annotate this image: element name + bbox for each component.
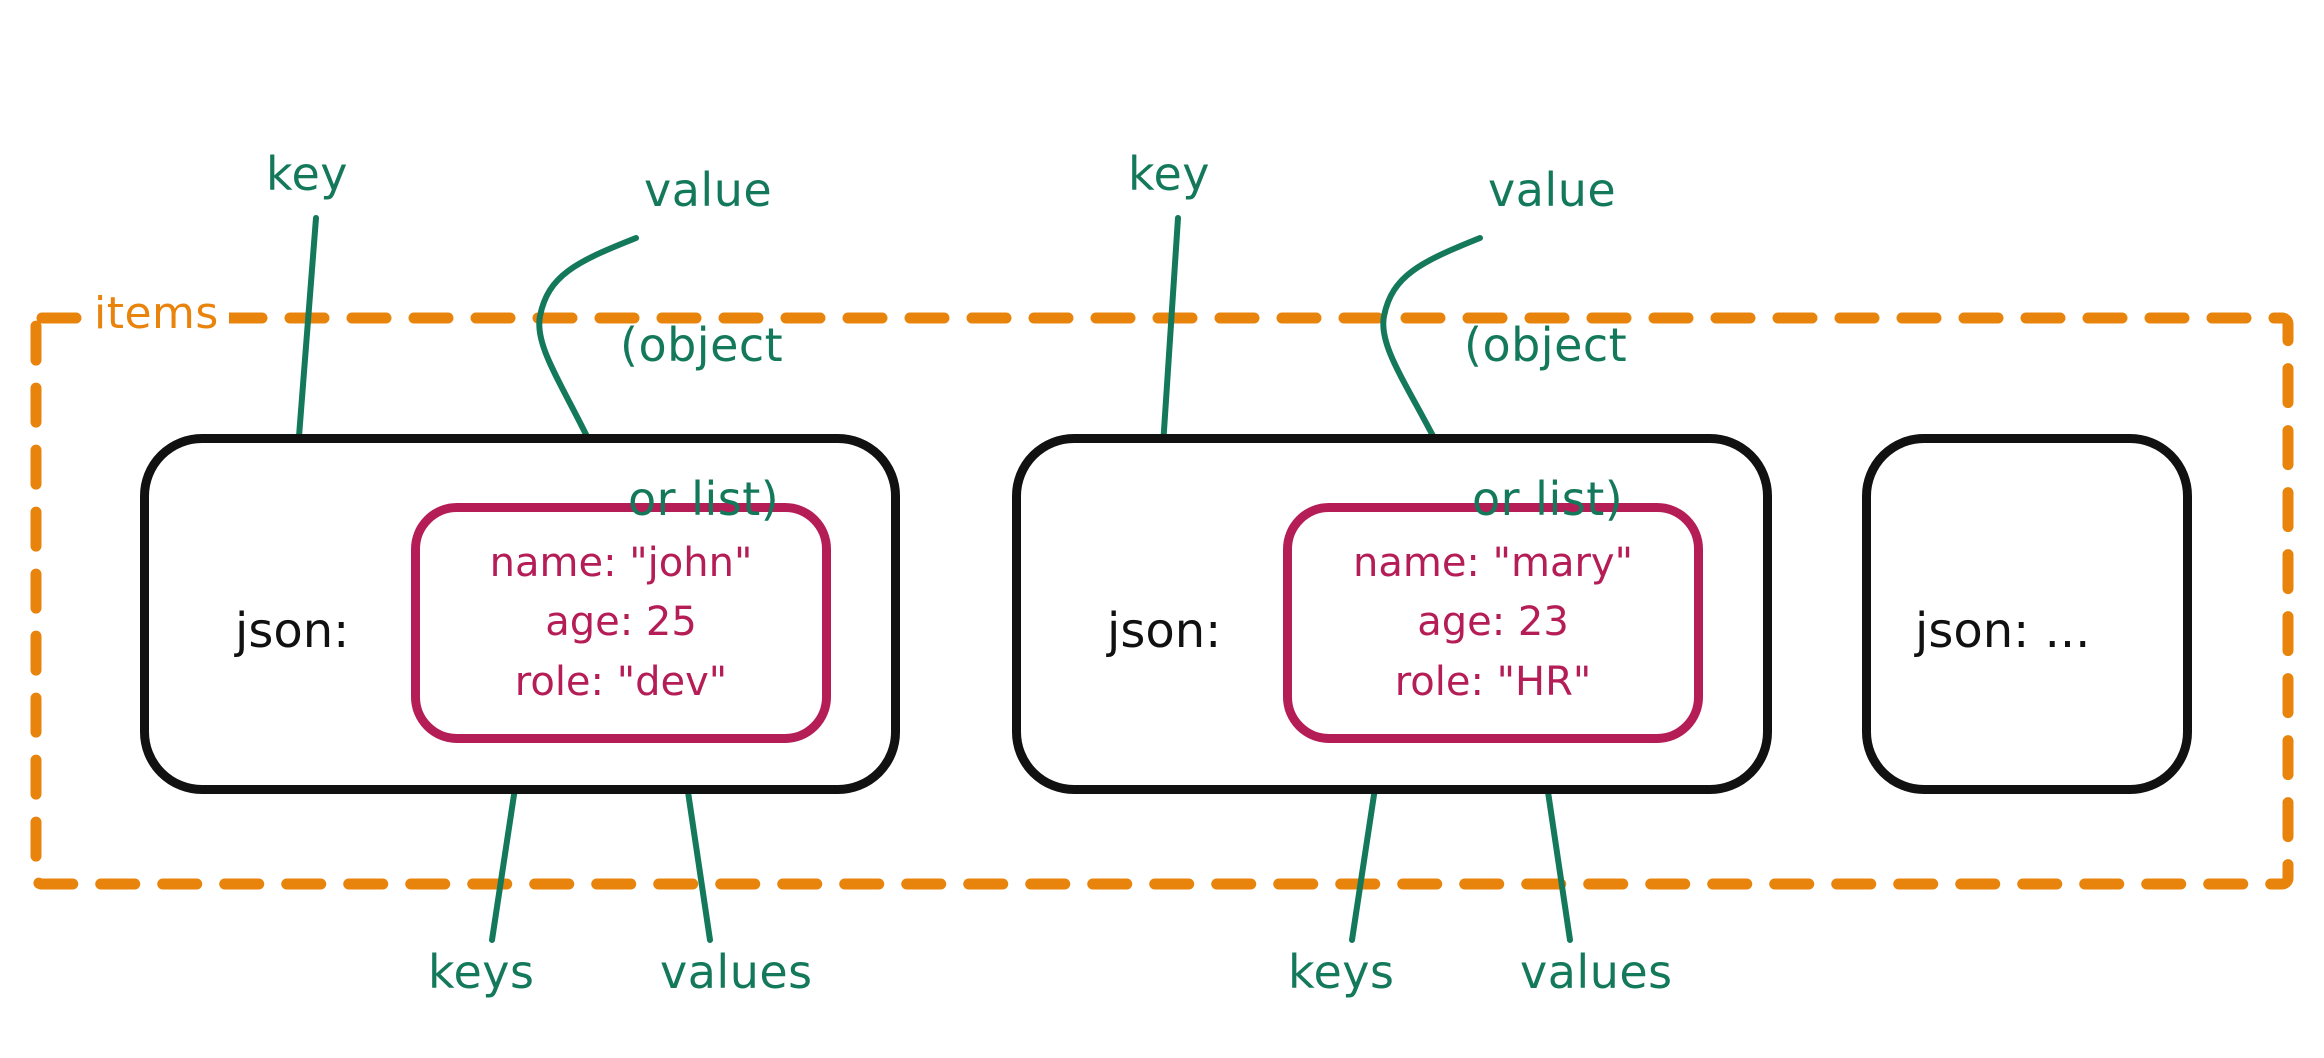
- items-container-label: items: [84, 288, 229, 339]
- json-object-box[interactable]: name: "mary" age: 23 role: "HR": [1283, 503, 1703, 743]
- object-entry: name: "mary": [1352, 540, 1634, 587]
- object-entry: age: 25: [545, 599, 697, 646]
- card-key-label: json: ...: [1915, 603, 2091, 659]
- annotation-value-left-line3: or list): [628, 472, 780, 527]
- annotation-value-left-line2: (object: [620, 317, 784, 372]
- item-card[interactable]: json: name: "john" age: 25 role: "dev": [140, 434, 900, 794]
- annotation-value-right-line3: or list): [1472, 472, 1624, 527]
- object-entry: name: "john": [489, 540, 753, 587]
- card-key-label: json:: [1107, 603, 1222, 659]
- annotation-value-left-line1: value: [644, 163, 773, 218]
- annotation-keys-left: keys: [428, 945, 535, 999]
- card-key-label: json:: [235, 603, 350, 659]
- object-entry: role: "dev": [514, 658, 728, 705]
- annotation-value-left: value (object or list): [620, 62, 783, 629]
- item-card-ellipsis[interactable]: json: ...: [1862, 434, 2192, 794]
- annotation-value-right-line1: value: [1488, 163, 1617, 218]
- annotation-key-right: key: [1128, 147, 1211, 201]
- object-entry: age: 23: [1417, 599, 1569, 646]
- annotation-values-right: values: [1520, 945, 1673, 999]
- annotation-keys-right: keys: [1288, 945, 1395, 999]
- json-object-box[interactable]: name: "john" age: 25 role: "dev": [411, 503, 831, 743]
- item-card[interactable]: json: name: "mary" age: 23 role: "HR": [1012, 434, 1772, 794]
- annotation-key-left: key: [266, 147, 349, 201]
- object-entry: role: "HR": [1394, 658, 1592, 705]
- annotation-values-left: values: [660, 945, 813, 999]
- annotation-value-right-line2: (object: [1464, 317, 1628, 372]
- annotation-value-right: value (object or list): [1464, 62, 1627, 629]
